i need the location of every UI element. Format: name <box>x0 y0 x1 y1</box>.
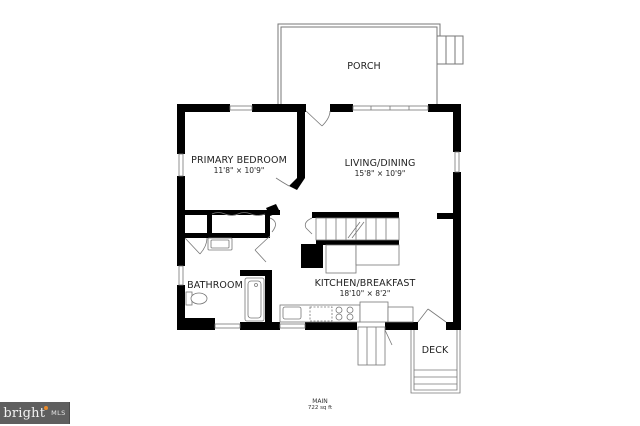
exterior-walls <box>177 104 461 330</box>
room-dimensions: 18'10" × 8'2" <box>339 289 391 298</box>
porch-outline <box>277 23 441 106</box>
room-name: DECK <box>421 345 449 356</box>
room-label-primary-bedroom: PRIMARY BEDROOM 11'8" × 10'9" <box>191 155 287 175</box>
floor-area: 722 sq ft <box>307 405 333 411</box>
deck-outline <box>410 330 461 394</box>
logo-accent-dot-icon <box>44 406 49 410</box>
closet-doors <box>211 212 266 216</box>
bathroom-fixtures <box>185 237 265 322</box>
floor-caption: MAIN 722 sq ft <box>308 398 332 412</box>
logo-suffix: MLS <box>51 409 66 417</box>
room-dimensions: 11'8" × 10'9" <box>213 166 265 175</box>
room-label-porch: PORCH <box>347 61 381 72</box>
back-steps <box>357 326 393 366</box>
porch-steps <box>436 35 464 65</box>
room-name: BATHROOM <box>187 280 243 291</box>
room-label-kitchen-breakfast: KITCHEN/BREAKFAST 18'10" × 8'2" <box>315 278 416 298</box>
logo-word: bright <box>3 405 46 421</box>
windows <box>178 105 460 329</box>
room-dimensions: 15'8" × 10'9" <box>354 169 406 178</box>
room-name: PRIMARY BEDROOM <box>191 155 287 166</box>
interior-walls <box>185 104 459 330</box>
room-label-living-dining: LIVING/DINING 15'8" × 10'9" <box>345 158 416 178</box>
doors <box>184 110 447 323</box>
room-name: LIVING/DINING <box>344 158 416 169</box>
stairs <box>315 217 400 241</box>
room-name: KITCHEN/BREAKFAST <box>314 278 416 289</box>
floor-name: MAIN <box>312 398 328 405</box>
bright-mls-logo: bright MLS <box>0 402 70 424</box>
stair-landing-boxes <box>325 244 400 274</box>
room-label-bathroom: BATHROOM <box>187 280 243 291</box>
room-label-deck: DECK <box>422 345 449 356</box>
kitchen-counter <box>279 301 414 323</box>
room-name: PORCH <box>347 61 381 72</box>
